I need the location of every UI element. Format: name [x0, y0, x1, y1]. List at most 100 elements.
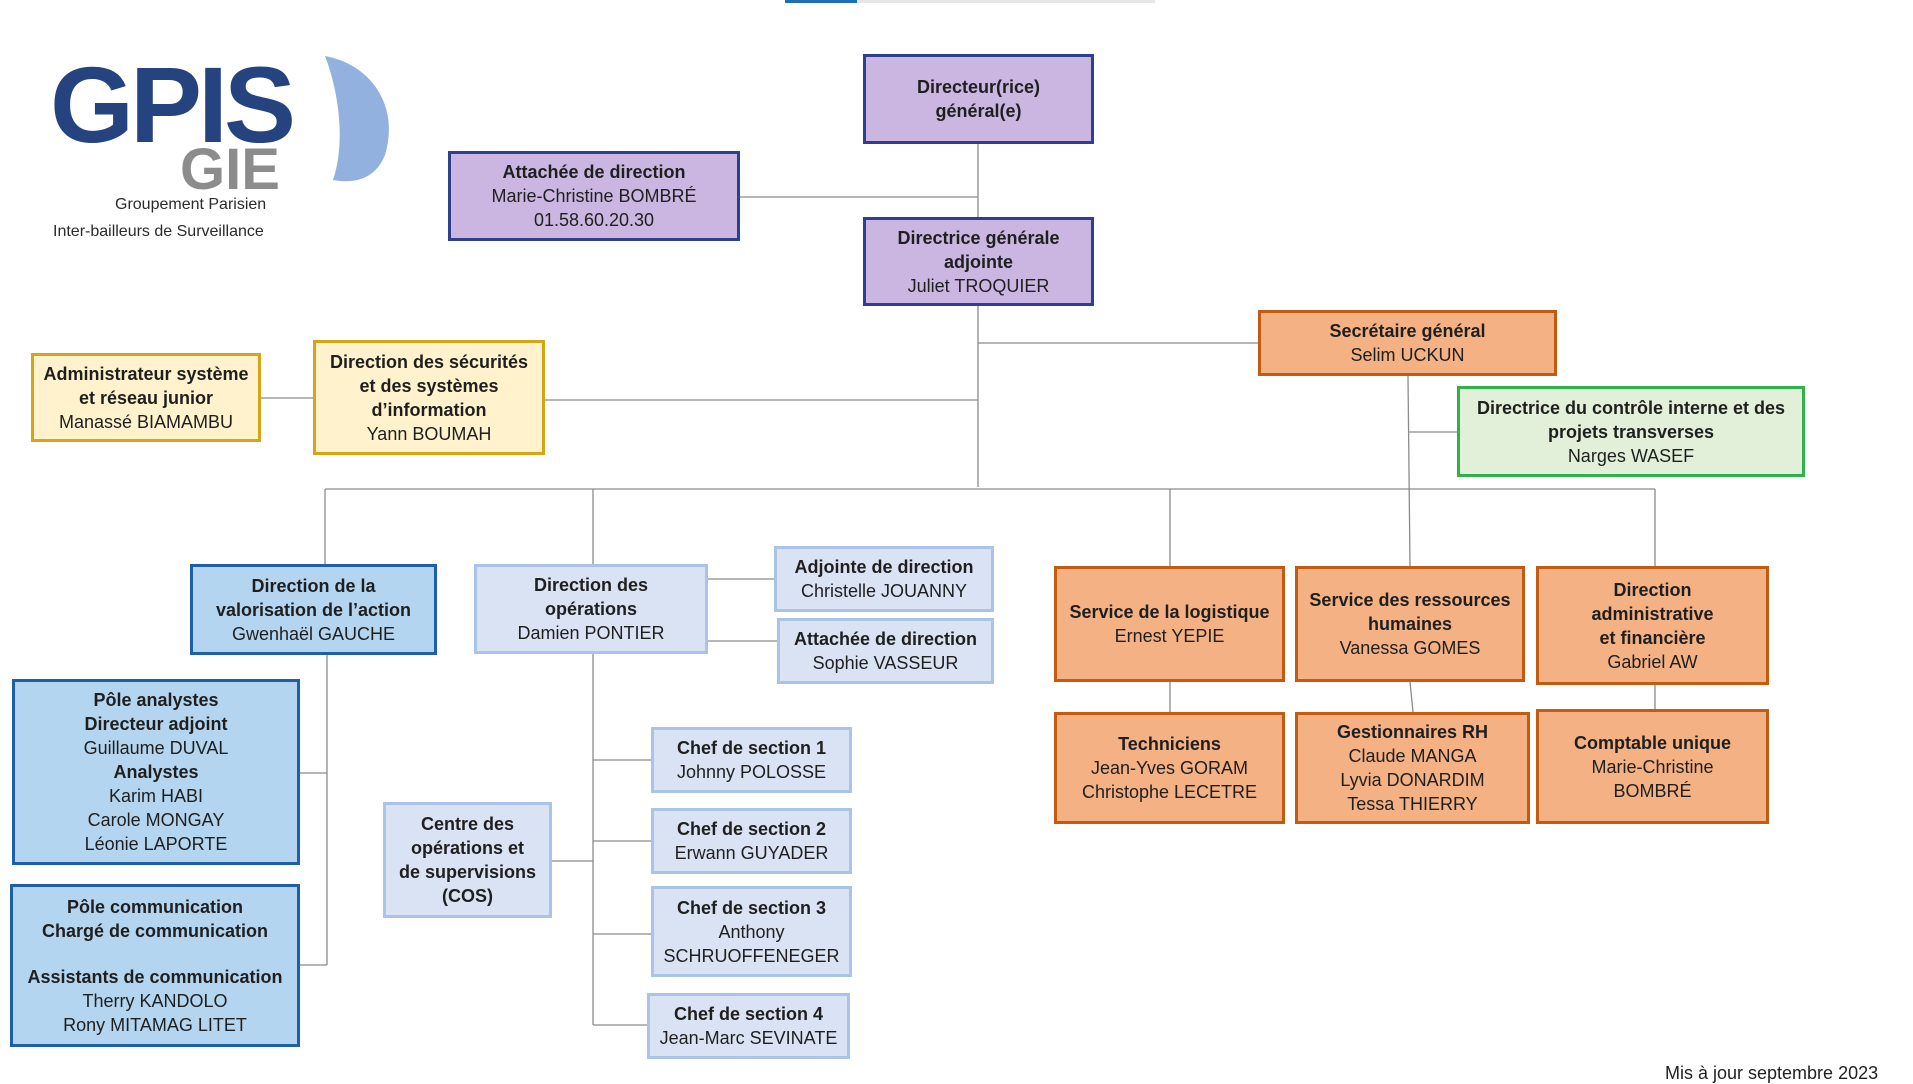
dg-title-1: Directeur(rice) [916, 77, 1041, 97]
adjointe-name: Christelle JOUANNY [800, 581, 968, 601]
box-controle-interne: Directrice du contrôle interne et des pr… [1457, 386, 1805, 477]
box-service-rh: Service des ressources humaines Vanessa … [1295, 566, 1525, 682]
box-valorisation-action: Direction de la valorisation de l’action… [190, 564, 437, 655]
logistique-title: Service de la logistique [1069, 602, 1270, 622]
comm-name-1: Therry KANDOLO [82, 990, 228, 1011]
box-chef-section-3: Chef de section 3 Anthony SCHRUOFFENEGER [651, 886, 852, 977]
box-attachee-direction-operations: Attachée de direction Sophie VASSEUR [777, 618, 994, 684]
adjointe-title: Adjointe de direction [794, 557, 974, 577]
dga-title-2: adjointe [943, 251, 1013, 272]
rh-title-2: humaines [1367, 614, 1453, 634]
box-attachee-direction: Attachée de direction Marie-Christine BO… [448, 151, 740, 241]
logo-tagline-1: Groupement Parisien [115, 196, 267, 213]
attachee-name: Marie-Christine BOMBRÉ [491, 186, 697, 206]
box-service-logistique: Service de la logistique Ernest YEPIE [1054, 566, 1285, 682]
admin-name: Manassé BIAMAMBU [58, 411, 234, 432]
sg-title: Secrétaire général [1329, 321, 1486, 341]
cos-title-3: de supervisions [398, 862, 537, 882]
comm-title-2: Chargé de communication [41, 920, 269, 941]
analystes-title-1: Pôle analystes [93, 690, 219, 710]
section4-title: Chef de section 4 [673, 1004, 824, 1024]
analystes-director: Guillaume DUVAL [83, 738, 229, 758]
section3-title: Chef de section 3 [676, 897, 827, 918]
box-administrateur-systeme: Administrateur système et réseau junior … [31, 353, 261, 442]
valorisation-name: Gwenhaël GAUCHE [231, 623, 396, 644]
logo-tagline-2: Inter-bailleurs de Surveillance [53, 223, 264, 240]
line-sg-trunk [1407, 375, 1411, 567]
cos-title-4: (COS) [442, 886, 493, 906]
dg-title-2: général(e) [935, 101, 1022, 121]
comm-title-3: Assistants de communication [27, 966, 283, 987]
sg-name: Selim UCKUN [1350, 345, 1465, 365]
gest-rh-name-3: Tessa THIERRY [1347, 794, 1478, 814]
box-chef-section-1: Chef de section 1 Johnny POLOSSE [651, 727, 852, 793]
section1-name: Johnny POLOSSE [676, 762, 827, 782]
operations-name: Damien PONTIER [517, 623, 665, 643]
section2-title: Chef de section 2 [676, 819, 827, 839]
gest-rh-title: Gestionnaires RH [1336, 722, 1489, 742]
box-direction-securites-si: Direction des sécurités et des systèmes … [313, 340, 545, 455]
rh-title-1: Service des ressources [1309, 590, 1511, 610]
box-comptable-unique: Comptable unique Marie-Christine BOMBRÉ [1536, 709, 1769, 824]
box-direction-operations: Direction des opérations Damien PONTIER [474, 564, 708, 654]
sail-icon [314, 56, 389, 183]
box-centre-operations-supervisions: Centre des opérations et de supervisions… [383, 802, 552, 918]
box-directeur-general: Directeur(rice) général(e) [863, 54, 1094, 144]
analystes-name-3: Léonie LAPORTE [84, 834, 228, 854]
valorisation-title-1: Direction de la [251, 575, 376, 596]
controle-title-1: Directrice du contrôle interne et des [1476, 397, 1786, 418]
box-directrice-generale-adjointe: Directrice générale adjointe Juliet TROQ… [863, 217, 1094, 306]
techniciens-name-1: Jean-Yves GORAM [1090, 758, 1249, 778]
valorisation-title-2: valorisation de l’action [215, 599, 412, 620]
cos-title-1: Centre des [420, 814, 515, 834]
dsi-title-2: et des systèmes [359, 375, 499, 396]
section4-name: Jean-Marc SEVINATE [659, 1028, 838, 1048]
daf-title-2: administrative [1591, 603, 1714, 624]
gest-rh-name-2: Lyvia DONARDIM [1340, 770, 1485, 790]
comptable-title: Comptable unique [1574, 732, 1731, 753]
dsi-title-3: d’information [371, 399, 487, 420]
box-chef-section-2: Chef de section 2 Erwann GUYADER [651, 808, 852, 874]
box-gestionnaires-rh: Gestionnaires RH Claude MANGA Lyvia DONA… [1295, 712, 1530, 824]
top-scroll-indicator [785, 0, 1155, 3]
rh-name: Vanessa GOMES [1339, 638, 1481, 658]
controle-name: Narges WASEF [1567, 445, 1695, 466]
analystes-title-2: Directeur adjoint [84, 714, 228, 734]
techniciens-title: Techniciens [1118, 734, 1221, 754]
line-rh-gest [1409, 681, 1414, 713]
update-date: Mis à jour septembre 2023 [1665, 1063, 1879, 1083]
section2-name: Erwann GUYADER [674, 843, 829, 863]
attachee-title: Attachée de direction [502, 162, 686, 182]
cos-title-2: opérations et [410, 838, 525, 858]
box-pole-analystes: Pôle analystes Directeur adjoint Guillau… [12, 679, 300, 865]
daf-title-3: et financière [1599, 627, 1706, 648]
section3-name-1: Anthony [718, 921, 785, 942]
comm-title-1: Pôle communication [66, 896, 244, 917]
operations-title-2: opérations [544, 599, 637, 619]
box-pole-communication: Pôle communication Chargé de communicati… [10, 884, 300, 1047]
comptable-name-2: BOMBRÉ [1613, 780, 1692, 801]
logo-wordmark: GPIS [50, 44, 296, 165]
dga-name: Juliet TROQUIER [907, 275, 1050, 296]
analystes-name-2: Carole MONGAY [87, 810, 225, 830]
analystes-title-3: Analystes [113, 762, 199, 782]
admin-title-1: Administrateur système [43, 363, 249, 384]
dsi-title-1: Direction des sécurités [329, 351, 529, 372]
attachee-ops-title: Attachée de direction [793, 629, 978, 649]
daf-title-1: Direction [1613, 579, 1692, 600]
box-chef-section-4: Chef de section 4 Jean-Marc SEVINATE [647, 993, 850, 1059]
top-scroll-indicator-accent [785, 0, 857, 3]
controle-title-2: projets transverses [1547, 421, 1715, 442]
attachee-ops-name: Sophie VASSEUR [812, 653, 959, 673]
gpis-logo: GPIS GIE Groupement Parisien Inter-baill… [50, 44, 389, 250]
admin-title-2: et réseau junior [78, 387, 214, 408]
dsi-name: Yann BOUMAH [366, 423, 492, 444]
attachee-phone: 01.58.60.20.30 [533, 210, 655, 230]
techniciens-name-2: Christophe LECETRE [1081, 782, 1258, 802]
analystes-name-1: Karim HABI [108, 786, 204, 806]
comptable-name-1: Marie-Christine [1591, 756, 1714, 777]
gest-rh-name-1: Claude MANGA [1348, 746, 1477, 766]
logo-subtitle: GIE [180, 137, 280, 202]
